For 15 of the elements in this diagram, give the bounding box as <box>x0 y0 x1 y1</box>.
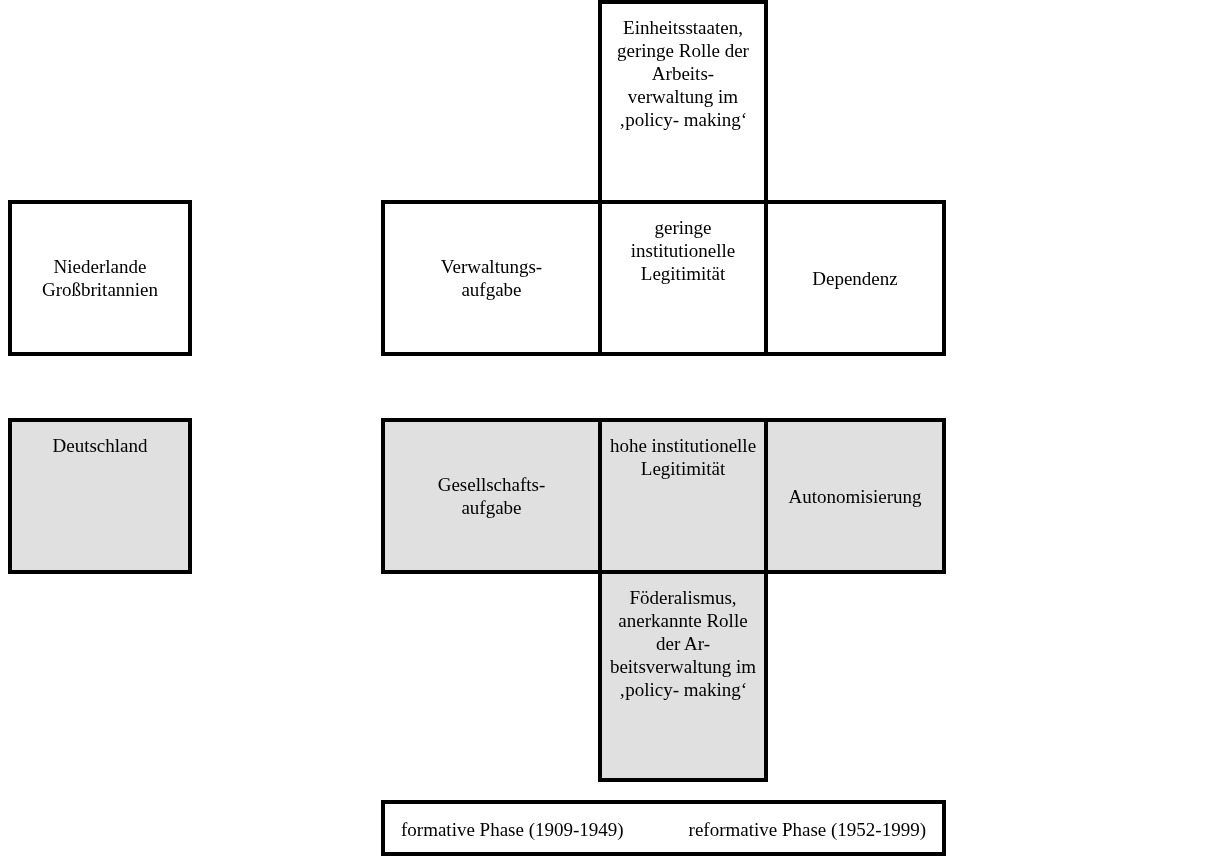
box-text: Dependenz <box>811 266 899 290</box>
box-text: Niederlande Großbritannien <box>40 255 160 301</box>
category-box <box>8 418 192 574</box>
category-box <box>8 200 192 356</box>
box-text: Deutschland <box>51 434 149 457</box>
phase-label: reformative Phase (1952-1999) <box>688 818 926 842</box>
box-text: Einheitsstaaten, geringe Rolle der Arbeits- verwaltung im ‚policy- making‘ <box>616 16 750 131</box>
box-text: Gesellschafts- aufgabe <box>436 473 547 519</box>
phase-label: formative Phase (1909-1949) <box>401 818 624 842</box>
box-text: hohe institutionelle Legitimität <box>608 434 758 480</box>
box-text: Autonomisierung <box>787 484 923 508</box>
box-text: geringe institutionelle Legitimität <box>629 216 737 285</box>
box-text: Verwaltungs- aufgabe <box>439 255 544 301</box>
phase-bar <box>381 800 946 856</box>
box-text: Föderalismus, anerkannte Rolle der Ar- beitsverwaltung im ‚policy- making‘ <box>608 586 758 701</box>
